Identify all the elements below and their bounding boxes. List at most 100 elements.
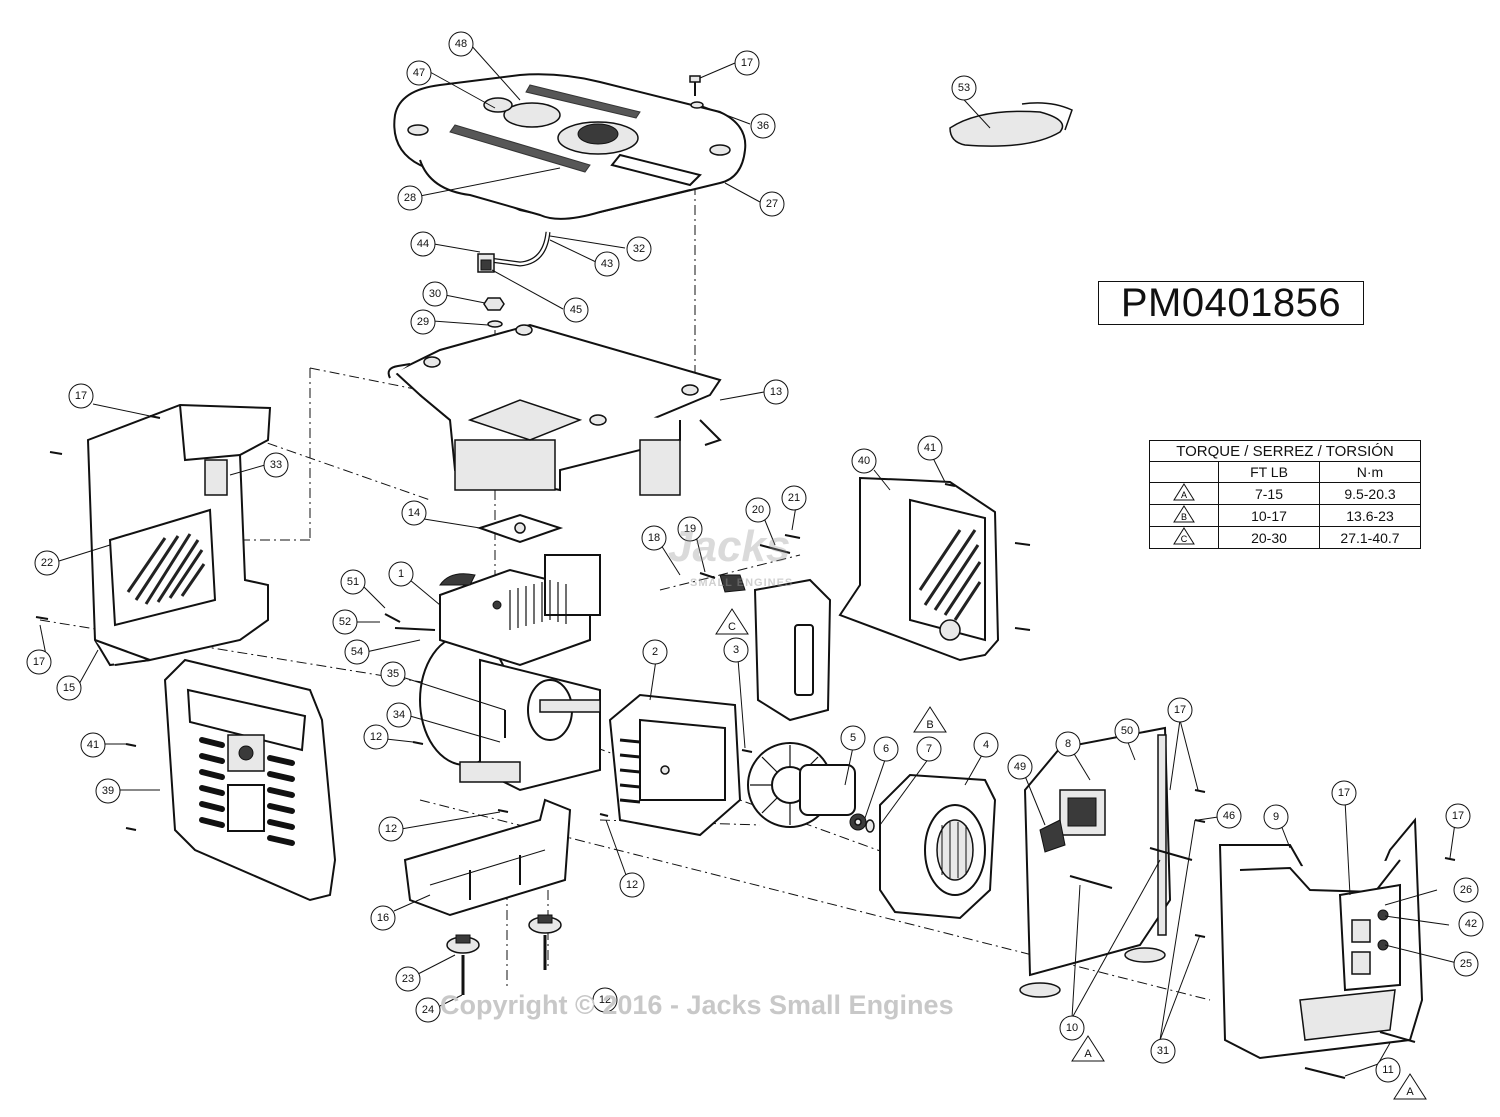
alternator [879, 773, 997, 920]
callout-circle [340, 569, 366, 595]
callout-number: 54 [351, 646, 363, 658]
callout-number: 39 [102, 785, 114, 797]
torque-mark-cell: C [1149, 526, 1219, 549]
fuel-tank [393, 73, 747, 220]
callout-circle [1055, 731, 1081, 757]
torque-triangle-label: A [1084, 1048, 1092, 1060]
callout-circle [594, 251, 620, 277]
right-side-cover [1218, 817, 1424, 1060]
callout-circle [563, 297, 589, 323]
callout-number: 22 [41, 557, 53, 569]
callout-number: 24 [422, 1004, 434, 1016]
torque-triangle-label: A [1406, 1086, 1414, 1098]
callout-number: 20 [752, 504, 764, 516]
callout-number: 12 [370, 731, 382, 743]
callout-circle [363, 724, 389, 750]
callout-number: 28 [404, 192, 416, 204]
callout-circle [1007, 754, 1033, 780]
inverter-bracket [1019, 726, 1172, 998]
torque-triangle [715, 608, 749, 635]
torque-triangle [1071, 1035, 1105, 1062]
callout-number: 8 [1065, 738, 1071, 750]
callout-circle [344, 639, 370, 665]
torque-ftlb-value: 20-30 [1218, 526, 1320, 549]
muffler [719, 574, 832, 722]
callout-circle [1216, 803, 1242, 829]
callout-number: 44 [417, 238, 429, 250]
callout-number: 17 [741, 57, 753, 69]
callout-circle [592, 987, 618, 1013]
torque-triangle [1393, 1073, 1427, 1100]
callout-number: 7 [926, 743, 932, 755]
callout-circle [56, 675, 82, 701]
callout-number: 17 [1338, 787, 1350, 799]
torque-ftlb-value: 7-15 [1218, 482, 1320, 505]
callout-circle [1375, 1057, 1401, 1083]
callout-circle [1167, 697, 1193, 723]
left-rear-cover [86, 403, 272, 667]
fan-housing [608, 693, 742, 837]
callout-circle [851, 448, 877, 474]
callout-number: 17 [1452, 810, 1464, 822]
torque-ftlb-value: 10-17 [1218, 504, 1320, 527]
callout-circle [626, 236, 652, 262]
callout-circle [642, 639, 668, 665]
callout-circle [448, 31, 474, 57]
callout-number: 21 [788, 492, 800, 504]
frame [387, 323, 722, 496]
callout-number: 47 [413, 67, 425, 79]
callout-circle [370, 905, 396, 931]
callout-circle [378, 816, 404, 842]
callout-number: 5 [850, 732, 856, 744]
gasket [476, 513, 564, 544]
callout-number: 23 [402, 973, 414, 985]
callout-number: 19 [684, 523, 696, 535]
callout-circle [1331, 780, 1357, 806]
torque-mark-cell: A [1149, 482, 1219, 505]
callout-circle [422, 281, 448, 307]
torque-nm-value: 13.6-23 [1319, 504, 1421, 527]
callout-circle [916, 736, 942, 762]
callout-circle [95, 778, 121, 804]
callout-number: 17 [1174, 704, 1186, 716]
callout-number: 50 [1121, 725, 1133, 737]
callout-number: 32 [633, 243, 645, 255]
callout-number: 40 [858, 455, 870, 467]
torque-mark-label: A [1181, 490, 1187, 500]
callout-circle [80, 732, 106, 758]
fuel-line [477, 231, 551, 273]
callout-circle [1114, 718, 1140, 744]
torque-row: B 10-17 13.6-23 [1149, 504, 1421, 527]
callout-circle [781, 485, 807, 511]
callout-circle [380, 661, 406, 687]
callout-circle [677, 516, 703, 542]
callout-number: 12 [626, 879, 638, 891]
callout-circle [763, 379, 789, 405]
callout-number: 2 [652, 646, 658, 658]
torque-row: C 20-30 27.1-40.7 [1149, 526, 1421, 549]
torque-nm-value: 27.1-40.7 [1319, 526, 1421, 549]
callout-circle [734, 50, 760, 76]
leader-lines [39, 43, 1458, 1077]
torque-spec-marks: A A B C [715, 608, 1427, 1100]
callout-number: 13 [770, 386, 782, 398]
callout-number: 31 [1157, 1045, 1169, 1057]
callout-circle [410, 231, 436, 257]
torque-triangle-label: B [926, 719, 933, 731]
callout-number: 36 [757, 120, 769, 132]
torque-triangle-label: C [728, 621, 736, 633]
callout-number: 52 [339, 616, 351, 628]
callout-number: 41 [924, 442, 936, 454]
callout-circle [386, 702, 412, 728]
callout-number: 9 [1273, 811, 1279, 823]
callout-circle [917, 435, 943, 461]
callout-number: 18 [648, 532, 660, 544]
callout-circle [1263, 804, 1289, 830]
torque-triangle [913, 706, 947, 733]
handle-grip [949, 102, 1073, 147]
callout-number: 14 [408, 507, 420, 519]
callout-circle [1458, 911, 1484, 937]
callout-number: 17 [75, 390, 87, 402]
